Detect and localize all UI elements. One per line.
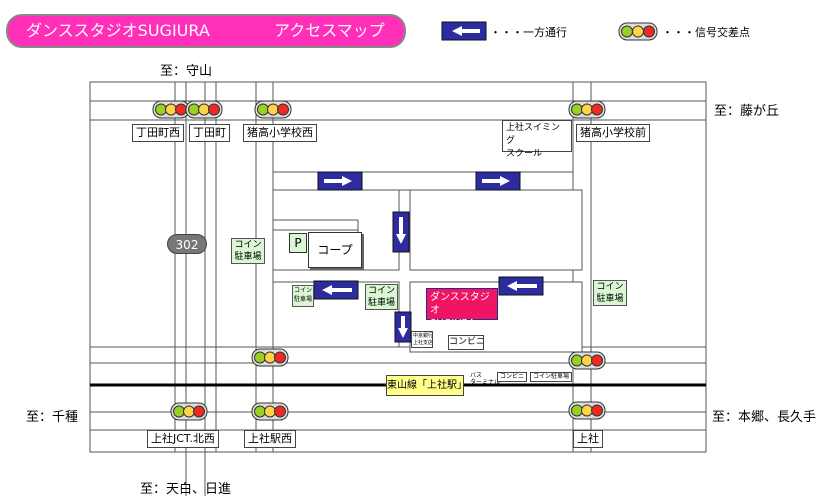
route-302-badge: 302 [167,234,207,254]
coin-parking-small-label: コイン 駐車場 [292,285,314,307]
one-way-arrow-icon [475,171,521,191]
traffic-signal-icon [251,402,289,421]
traffic-signal-icon [568,401,606,420]
intersection-label: 丁田町 [189,124,230,142]
traffic-signal-icon [251,348,289,367]
dance-studio-marker: ダンススタジオ SUGIURA [426,288,498,329]
legend-one-way-text: ・・・一方通行 [490,26,567,39]
coin-parking-label: コイン 駐車場 [365,284,398,310]
one-way-arrow-icon [317,171,363,191]
traffic-signal-icon [185,100,223,119]
traffic-signal-icon [170,402,208,421]
direction-west: 至：千種 [26,410,79,425]
traffic-signal-icon [254,100,292,119]
convenience-store-small-label: コンビニ [497,372,527,382]
bank-label: 中京銀行 上社支店 [411,331,433,348]
legend-signal-text: ・・・信号交差点 [662,26,750,39]
coop-label: コープ [308,232,362,268]
map-title-banner: ダンススタジオSUGIURA アクセスマップ [6,14,406,48]
coin-parking-label: コイン 駐車場 [593,280,627,306]
direction-east-lower: 至：本郷、長久手 [712,410,817,425]
station-label: 東山線「上社駅」 [386,375,467,396]
swimming-school-label: 上社スイミング スクール [502,120,572,159]
intersection-label: 上社 [573,430,603,448]
parking-icon: P [289,233,307,253]
map-title: アクセスマップ [274,21,385,40]
block-northeast [409,189,583,271]
one-way-arrow-icon [313,280,359,300]
one-way-arrow-icon [392,211,410,253]
traffic-signal-icon [152,100,190,119]
convenience-store-label: コンビニ [448,335,484,350]
one-way-arrow-icon [498,276,544,296]
intersection-label: 上社駅西 [244,430,296,448]
traffic-signal-icon [618,22,658,41]
intersection-label: 猪高小学校前 [576,124,650,142]
one-way-arrow-icon [394,311,412,343]
traffic-signal-icon [568,100,606,119]
bus-terminal-label: バス ターミナル [470,372,501,386]
direction-north: 至：守山 [160,64,213,79]
studio-name: ダンススタジオSUGIURA [26,21,210,40]
coin-parking-tiny-label: コイン駐車場 [530,372,572,382]
direction-south: 至：天白、日進 [140,482,232,497]
intersection-label: 上社JCT.北西 [147,430,219,448]
coin-parking-label: コイン 駐車場 [231,238,265,264]
intersection-label: 丁田町西 [132,124,184,142]
traffic-signal-icon [568,351,606,370]
direction-east-upper: 至：藤が丘 [714,104,780,119]
one-way-arrow-icon [441,21,487,41]
intersection-label: 猪高小学校西 [243,124,317,142]
